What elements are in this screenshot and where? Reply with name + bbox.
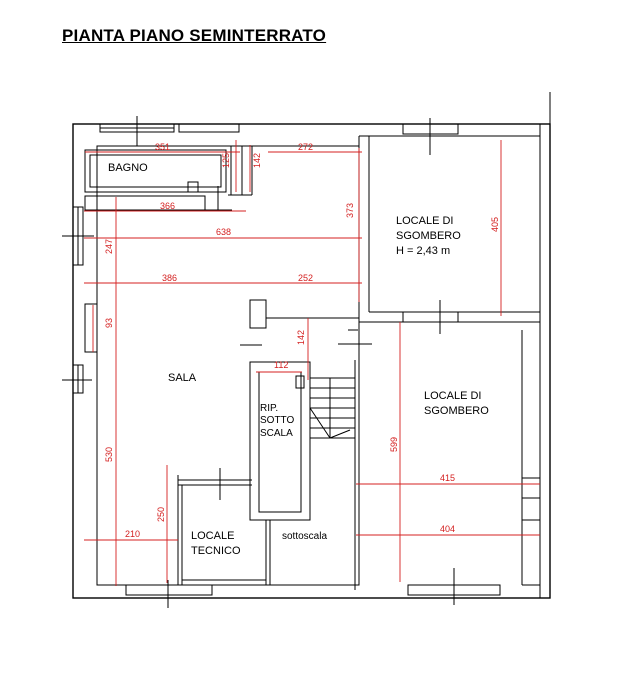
window-top-middle: [178, 123, 240, 133]
dim-373: 373: [345, 203, 355, 218]
room-sgombero-2-line1: LOCALE DI: [424, 390, 481, 402]
pilaster-left: [84, 303, 98, 353]
dim-252: 252: [298, 273, 313, 283]
dim-112: 112: [274, 360, 288, 370]
dim-351: 351: [155, 142, 170, 152]
window-left-upper: [62, 206, 94, 266]
dim-366: 366: [160, 201, 175, 211]
room-tecnico-line1: LOCALE: [191, 530, 234, 542]
room-rip-line3: SCALA: [260, 428, 293, 439]
dim-530: 530: [104, 447, 114, 462]
dim-210: 210: [125, 529, 140, 539]
dim-142-a: 142: [252, 153, 262, 168]
room-rip-line1: RIP.: [260, 403, 278, 414]
dim-404: 404: [440, 524, 455, 534]
window-top-left: [99, 116, 175, 146]
dimension-labels: 351 125 142 272 366 373 638 405 247 386 …: [104, 142, 500, 539]
dim-93: 93: [104, 318, 114, 328]
room-sgombero-1-height: H = 2,43 m: [396, 245, 450, 257]
room-sgombero-1-line1: LOCALE DI: [396, 215, 453, 227]
dim-250: 250: [156, 507, 166, 522]
room-sgombero-1-line2: SGOMBERO: [396, 230, 461, 242]
dim-125: 125: [221, 153, 231, 168]
dim-415: 415: [440, 473, 455, 483]
room-sala: SALA: [168, 372, 197, 384]
room-sottoscala: sottoscala: [282, 531, 327, 542]
room-sgombero-2-line2: SGOMBERO: [424, 405, 489, 417]
window-left-lower: [62, 364, 92, 394]
stair-area: [240, 299, 372, 590]
room-rip-line2: SOTTO: [260, 415, 294, 426]
room-labels: BAGNO LOCALE DI SGOMBERO H = 2,43 m SALA…: [108, 162, 489, 557]
dim-142-b: 142: [296, 330, 306, 345]
corridor-wall: [84, 186, 232, 211]
sgombero-2-walls: [358, 322, 540, 586]
dim-405: 405: [490, 217, 500, 232]
dimension-lines: [84, 140, 540, 586]
bagno-walls: [84, 146, 253, 196]
room-tecnico-line2: TECNICO: [191, 545, 241, 557]
window-bottom-left: [125, 580, 213, 608]
dim-247: 247: [104, 239, 114, 254]
outer-walls: [72, 92, 551, 599]
dim-599: 599: [389, 437, 399, 452]
window-bottom-right: [407, 568, 501, 605]
dim-272: 272: [298, 142, 313, 152]
dim-386: 386: [162, 273, 177, 283]
dim-638: 638: [216, 227, 231, 237]
plan-title: PIANTA PIANO SEMINTERRATO: [62, 26, 327, 45]
room-bagno: BAGNO: [108, 162, 148, 174]
locale-tecnico-walls: [177, 468, 266, 585]
